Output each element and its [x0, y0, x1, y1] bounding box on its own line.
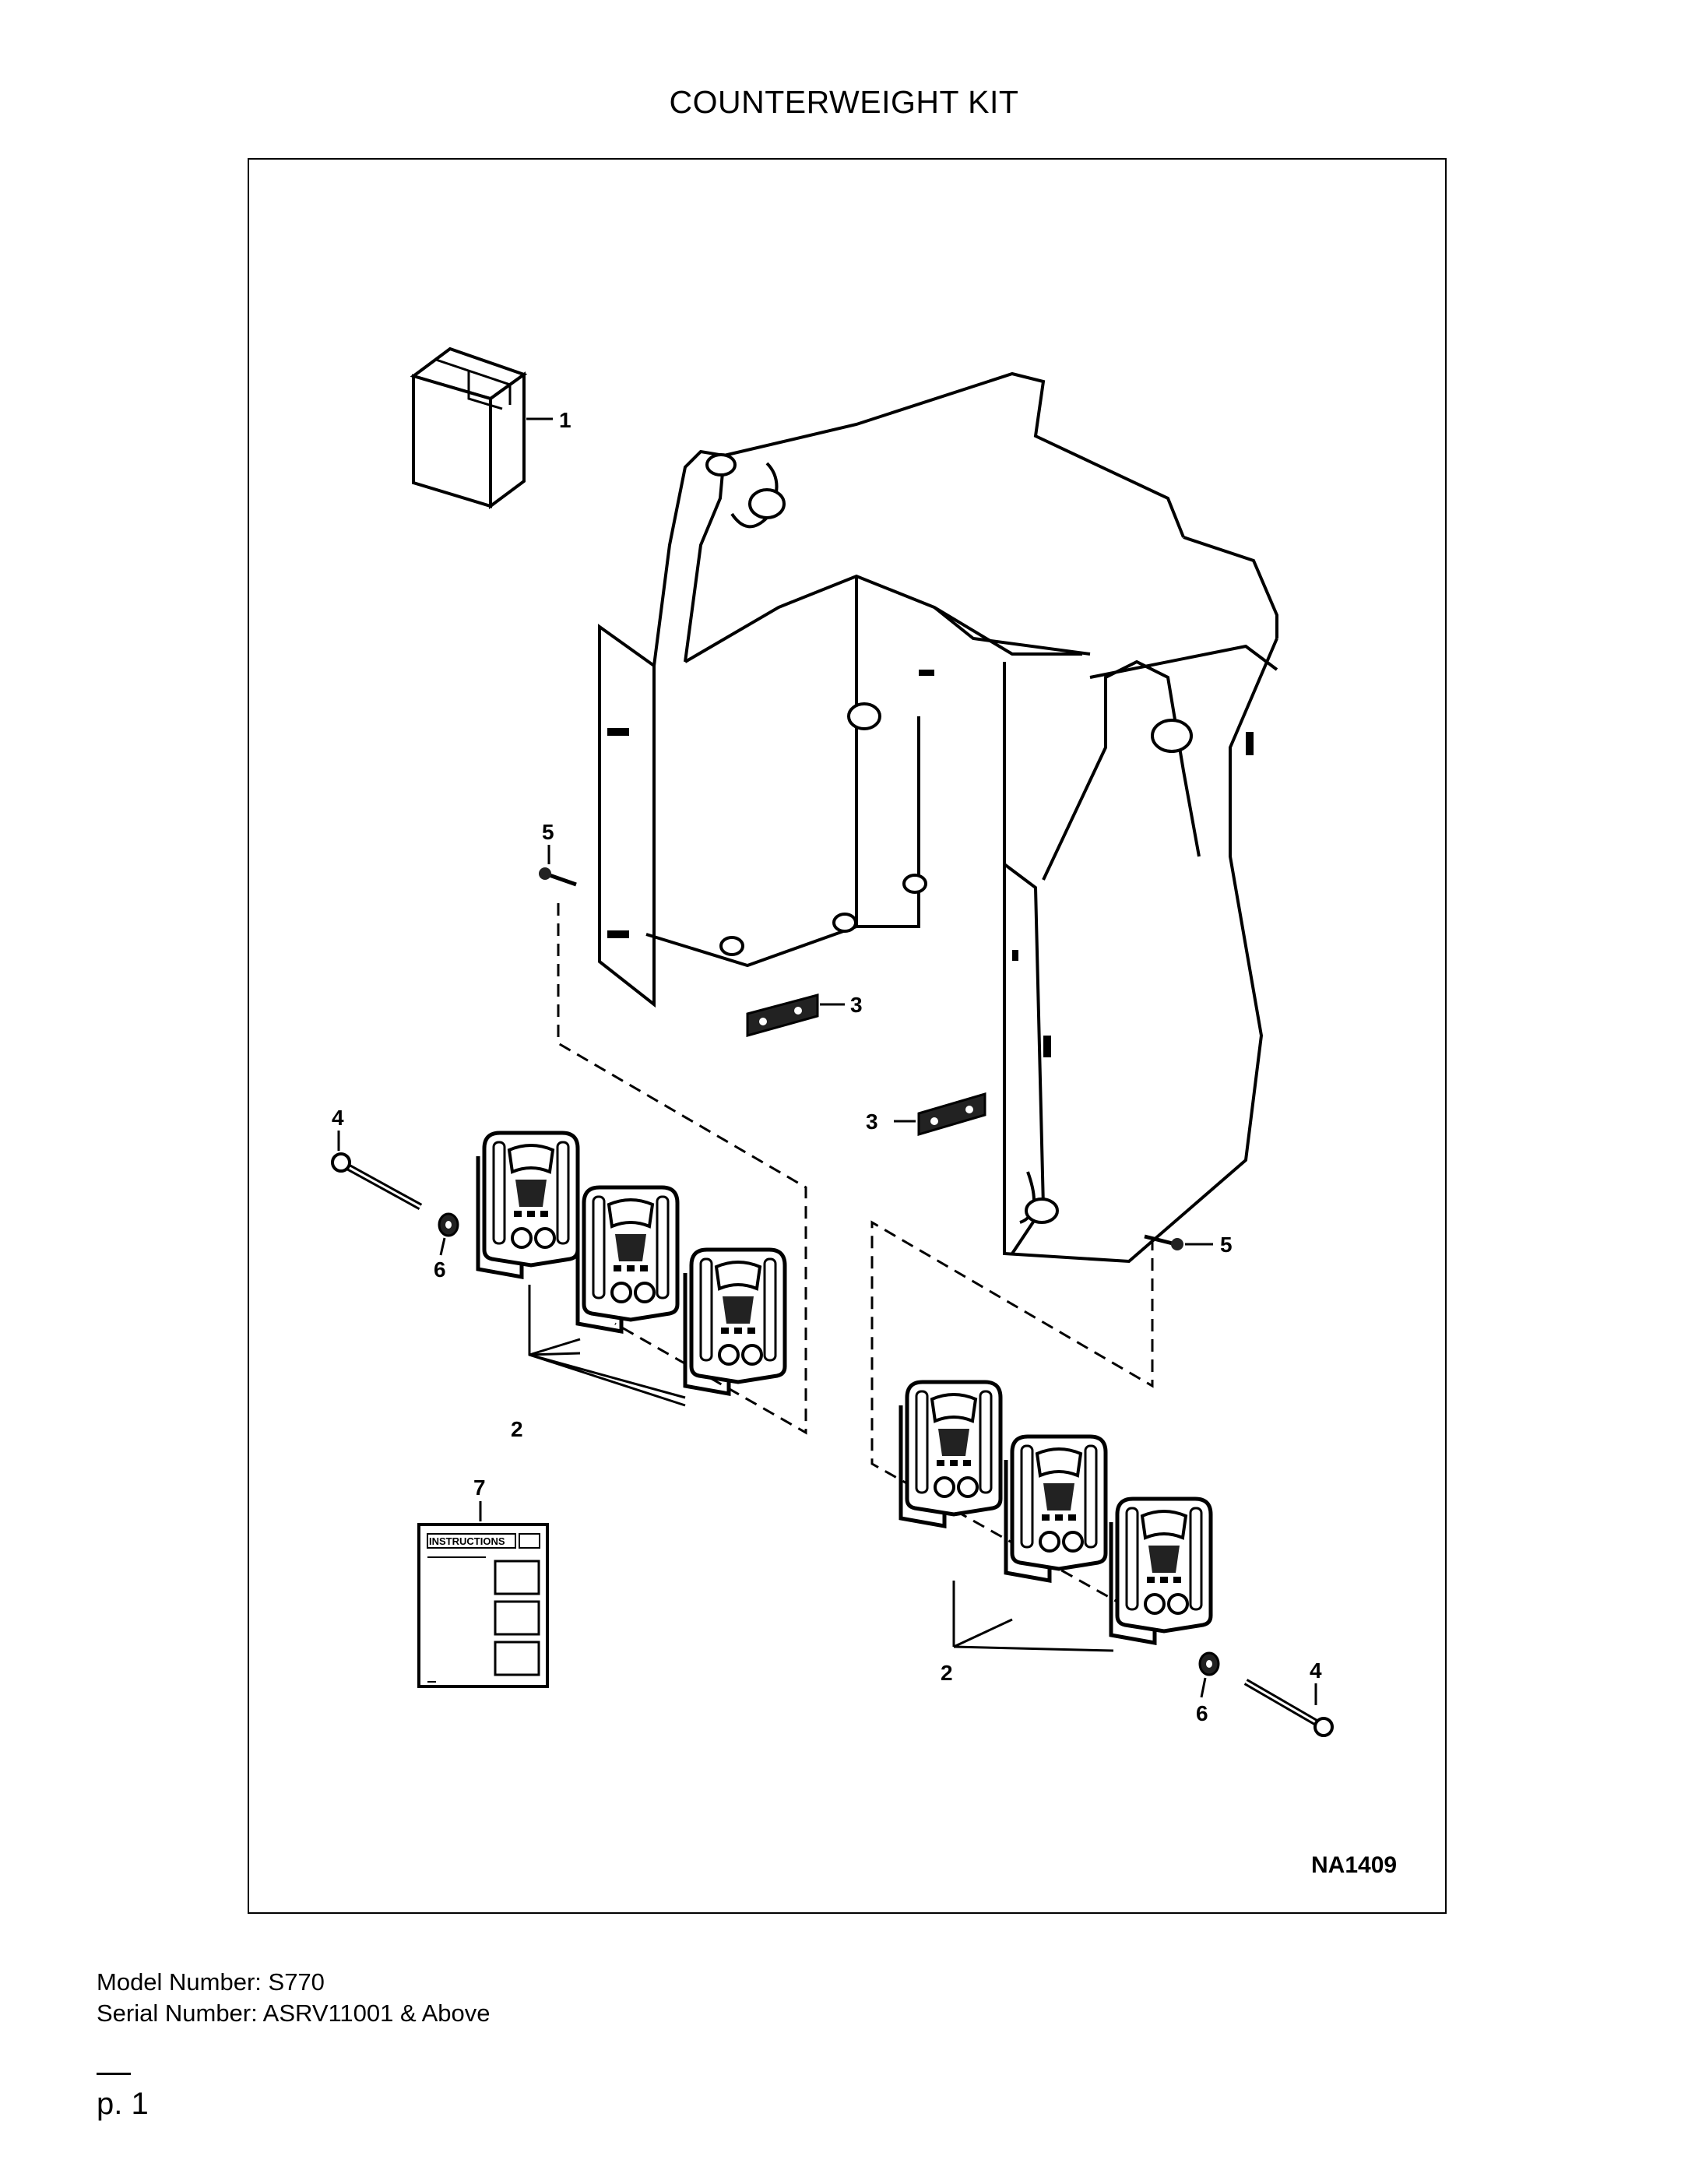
callout-6-left: 6 — [434, 1257, 446, 1282]
page-number: p. 1 — [97, 2087, 149, 2121]
bolt-small-left-icon — [539, 867, 577, 887]
callout-7: 7 — [473, 1475, 486, 1500]
callout-6-right: 6 — [1196, 1701, 1208, 1725]
callout-5-right: 5 — [1220, 1233, 1233, 1257]
callout-3-left: 3 — [850, 993, 863, 1017]
figure-frame — [248, 158, 1447, 1914]
long-bolt-left-icon — [331, 1152, 423, 1210]
bolt-small-right-icon — [1144, 1234, 1183, 1250]
counterweight-right-3-icon — [1111, 1499, 1211, 1643]
callout-3-right: 3 — [866, 1110, 878, 1134]
washer-left-icon — [438, 1212, 459, 1237]
counterweight-left-1-icon — [478, 1133, 578, 1277]
counterweight-right-2-icon — [1006, 1437, 1106, 1581]
counterweight-right-1-icon — [901, 1382, 1000, 1526]
page-rule — [97, 2073, 131, 2075]
page-title: COUNTERWEIGHT KIT — [669, 84, 1019, 120]
callout-4-right: 4 — [1310, 1658, 1322, 1683]
counterweight-left-3-icon — [685, 1250, 785, 1394]
callout-2-right: 2 — [941, 1661, 953, 1685]
serial-number: Serial Number: ASRV11001 & Above — [97, 1999, 491, 2027]
washer-right-icon — [1198, 1651, 1220, 1676]
machine-frame — [598, 371, 1278, 1264]
callout-5-left: 5 — [542, 820, 554, 844]
callout-1: 1 — [559, 408, 571, 432]
long-bolt-right-icon — [1243, 1679, 1334, 1737]
kit-box-icon — [410, 346, 528, 509]
instructions-label: INSTRUCTIONS — [429, 1535, 505, 1547]
spacer-plate-left-icon — [746, 994, 819, 1037]
model-number: Model Number: S770 — [97, 1968, 325, 1996]
callout-2-left: 2 — [511, 1417, 523, 1441]
figure-id: NA1409 — [1311, 1852, 1397, 1878]
instructions-sheet-icon — [417, 1523, 549, 1688]
callout-4-left: 4 — [332, 1106, 344, 1130]
counterweight-left-2-icon — [578, 1187, 677, 1331]
spacer-plate-right-icon — [917, 1092, 986, 1137]
